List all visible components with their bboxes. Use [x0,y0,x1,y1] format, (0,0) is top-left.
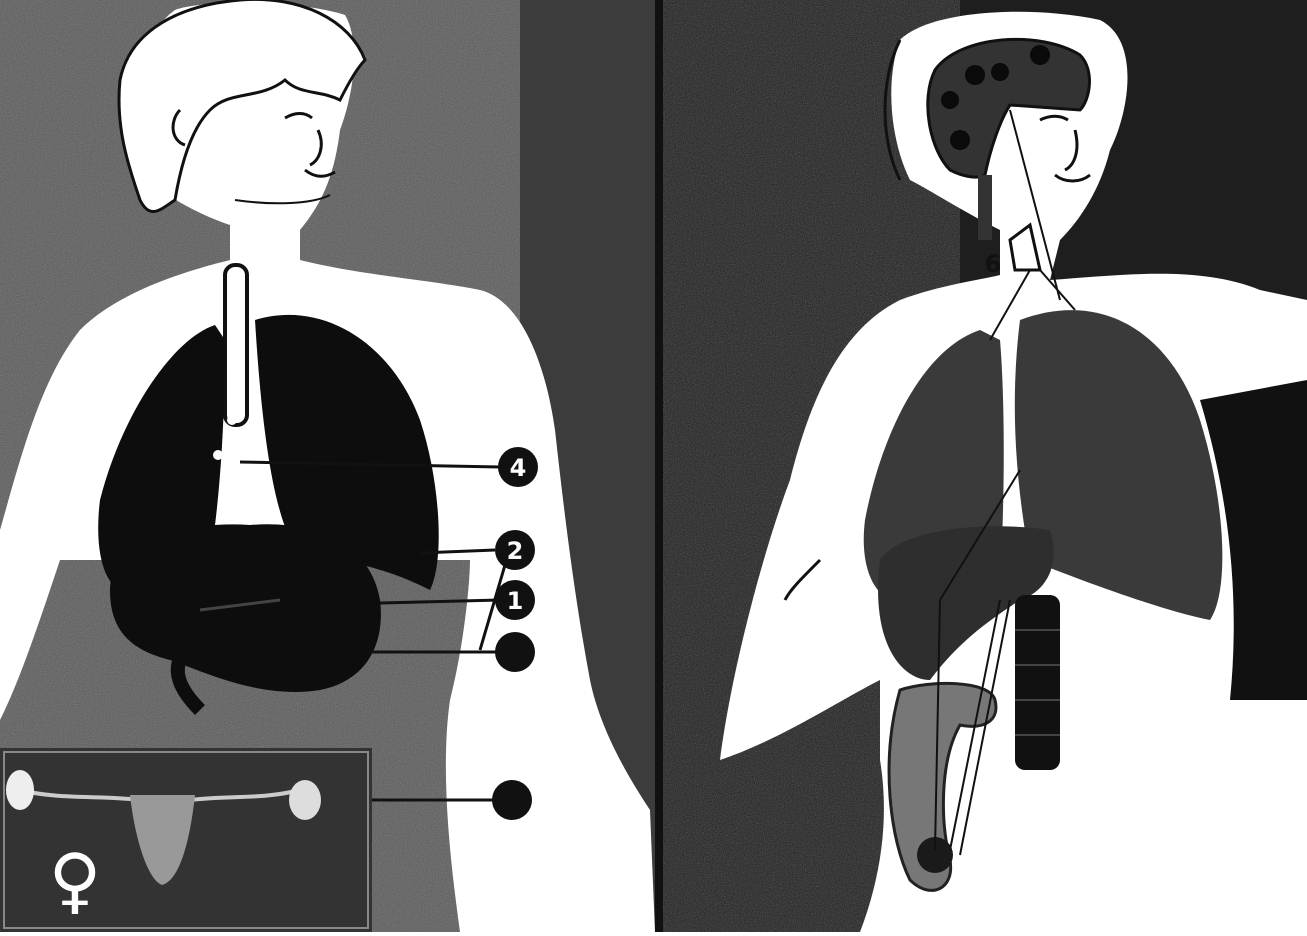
callout-label-1: 1 [507,587,524,615]
inset-ovary-right [289,780,321,820]
inset-ovary-left [6,770,34,810]
left-panel: 4 2 1 ♀ [0,0,660,932]
callout-label-6: 6 [985,250,1002,278]
right-esophagus [1015,595,1060,770]
left-callout-marker-4: 4 [498,447,538,487]
panel-divider [655,0,663,932]
callout-label-2: 2 [507,537,524,565]
callout-label-4: 4 [510,454,527,482]
left-inset-panel: ♀ [0,748,372,932]
left-callout-marker-3 [495,632,535,672]
left-callout-marker-1: 1 [495,580,535,620]
right-panel: 6 [660,0,1307,932]
left-trachea [225,265,247,425]
left-callout-marker-5 [492,780,532,820]
female-symbol-icon: ♀ [49,838,102,922]
left-callout-marker-2: 2 [495,530,535,570]
